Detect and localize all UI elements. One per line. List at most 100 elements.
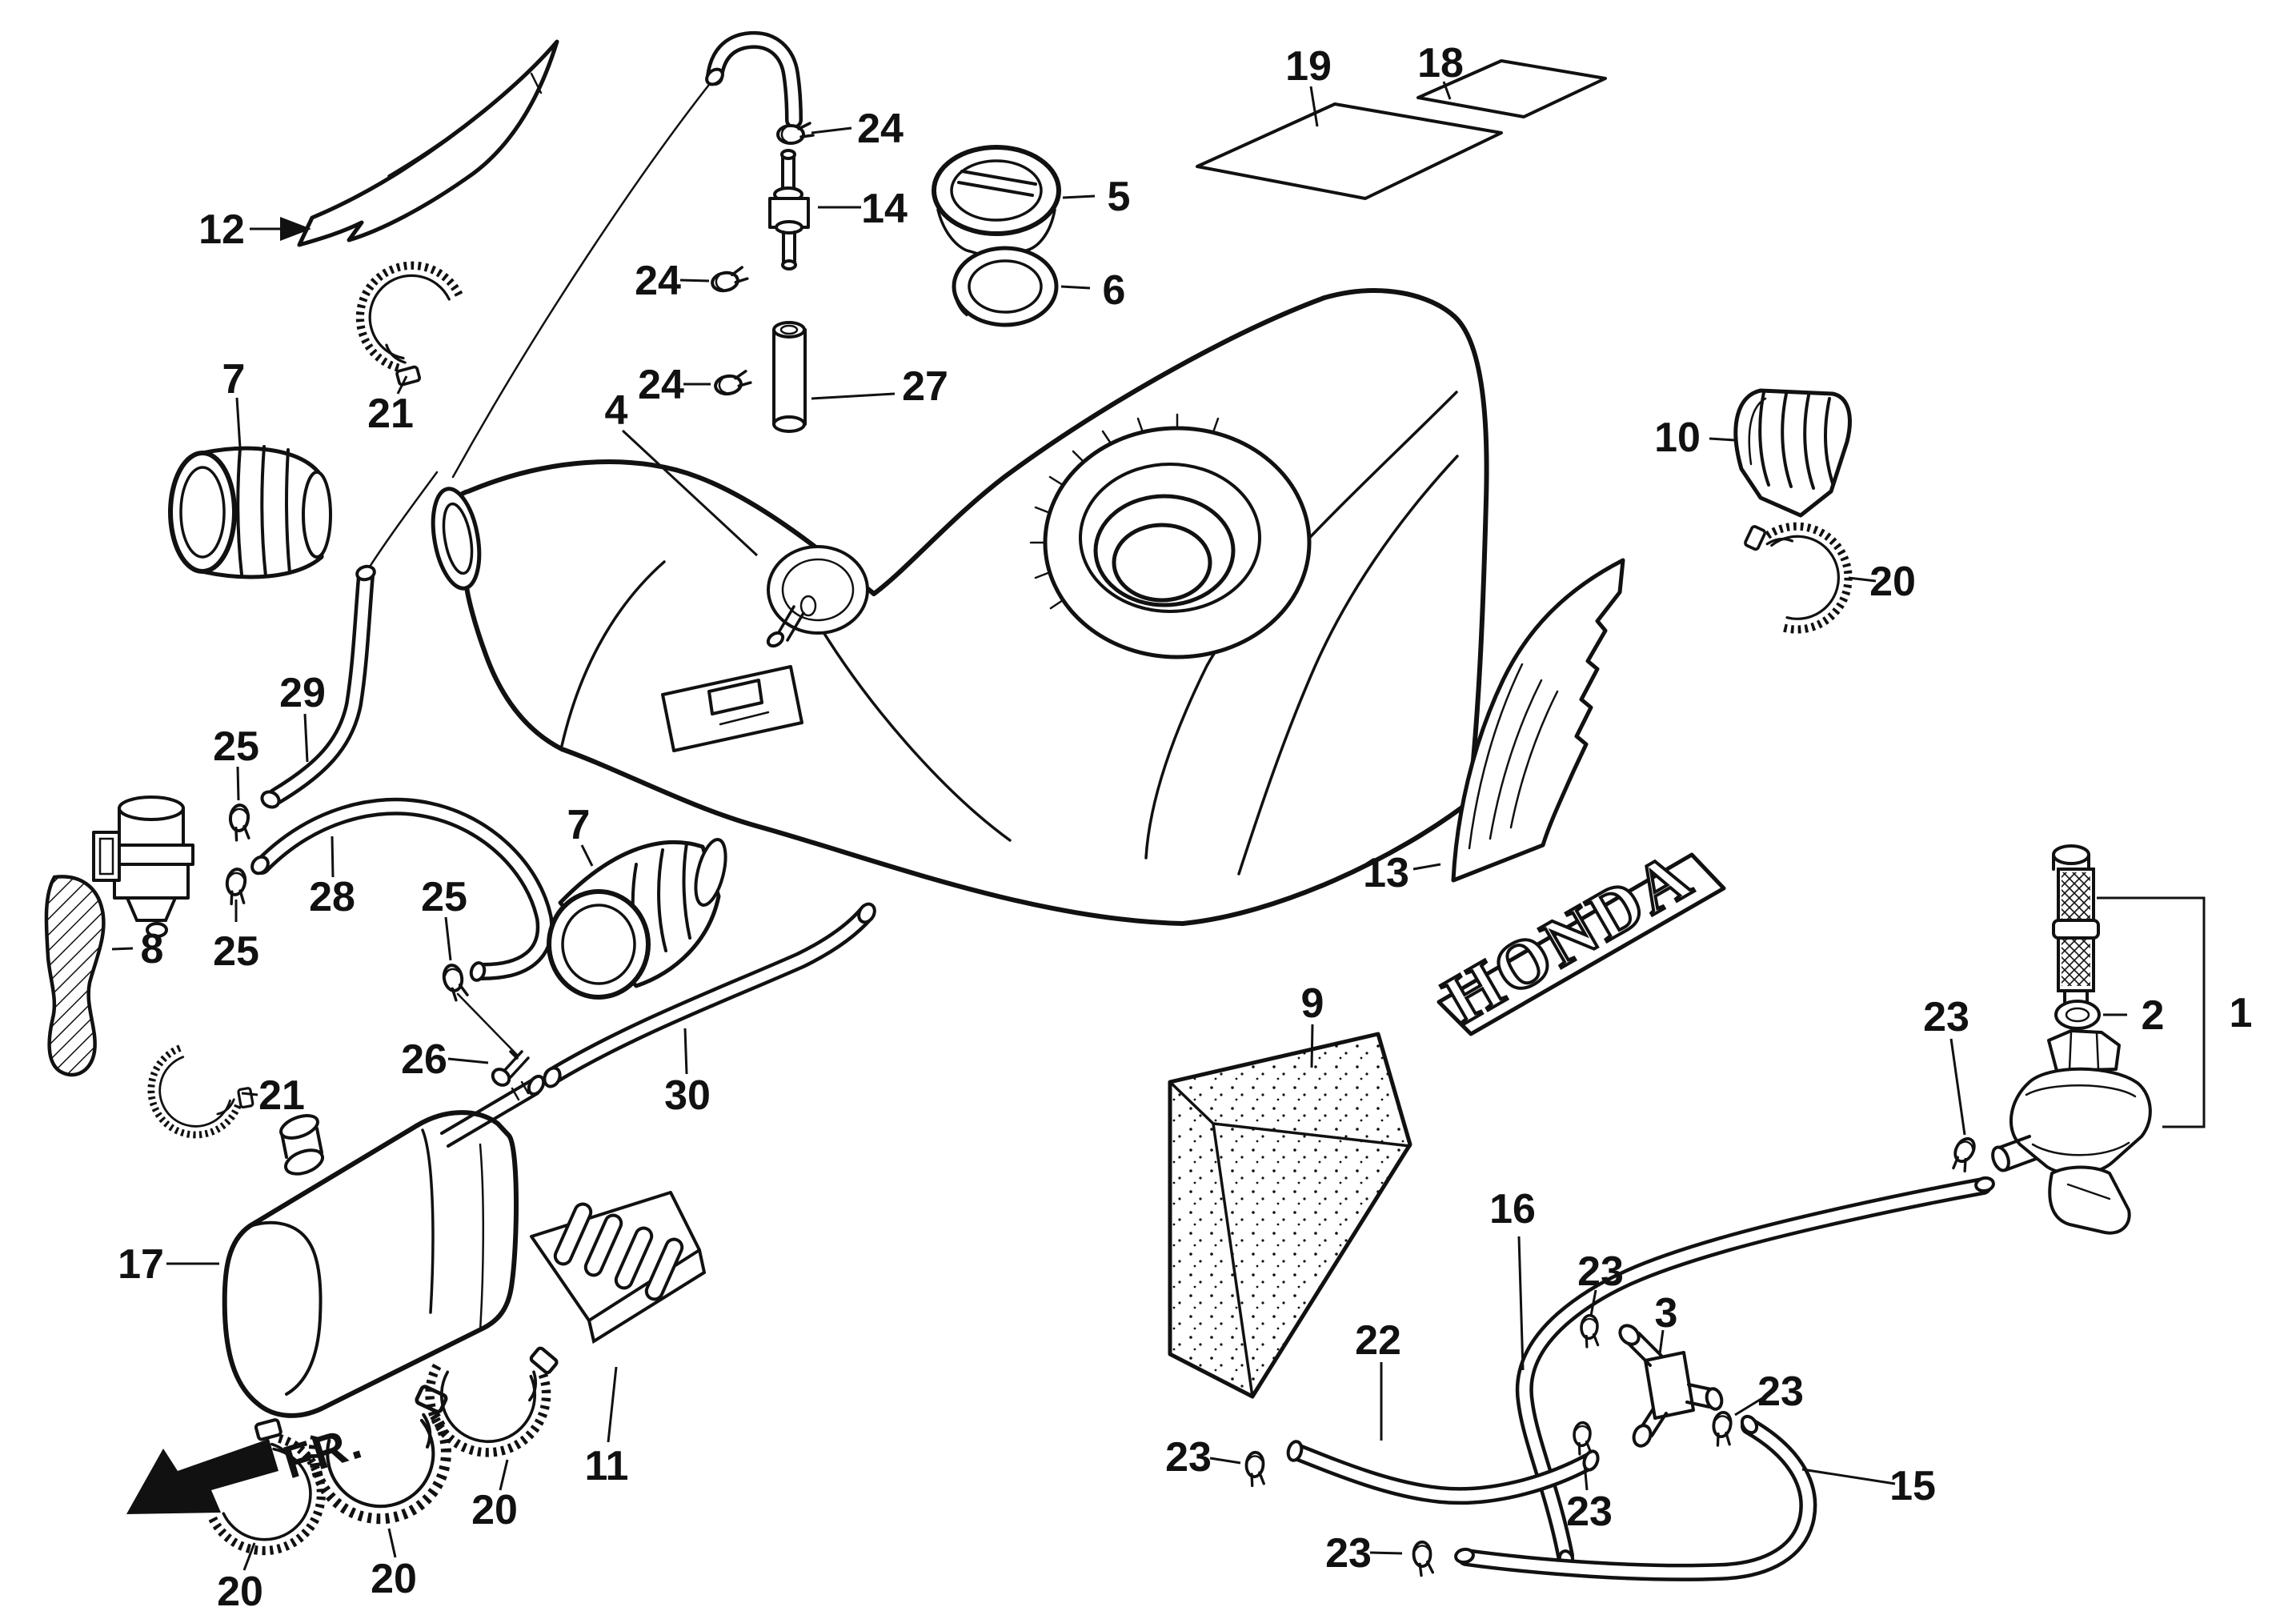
tank-filler-neck [1029,413,1312,659]
part-label-18: 18 [1417,40,1464,86]
band-clamp-20 [1745,526,1849,630]
drain-hose-30 [543,902,876,1088]
part-label-8: 8 [141,926,164,972]
intake-boot-center-7 [547,838,727,1000]
fuel-tube-27 [772,321,807,433]
part-label-20: 20 [217,1569,263,1611]
vent-hose-28 [250,797,554,982]
clip-23 [1412,1540,1435,1577]
leader-line-6 [1060,285,1091,290]
leader-line-3 [1658,1329,1665,1355]
part-label-24: 24 [638,362,684,408]
part-label-25: 25 [421,874,467,920]
leader-line-20 [1848,576,1877,583]
part-label-24: 24 [635,258,681,304]
sealing-washer-2 [2054,1000,2101,1030]
reserve-tank-17 [222,1074,546,1418]
leader-line-23 [1582,1454,1589,1491]
clip-25 [440,961,470,1004]
fuel-strainer-1 [2052,844,2100,1004]
part-label-15: 15 [1889,1463,1936,1509]
part-label-10: 10 [1654,415,1701,461]
part-label-12: 12 [198,206,245,253]
clip-23 [1709,1409,1737,1449]
fuel-valve-petcock [1991,1029,2152,1235]
part-label-26: 26 [401,1036,447,1083]
leader-line-26 [447,1057,489,1064]
part-label-21: 21 [258,1072,305,1119]
part-label-28: 28 [309,874,355,920]
leader-line-21 [241,1092,258,1096]
part-label-4: 4 [605,387,628,434]
leader-line-25 [444,916,452,961]
clamp-24-icon [708,265,751,295]
part-label-20: 20 [471,1487,518,1533]
rubber-pad-11 [530,1191,707,1345]
intake-boot-left-7 [168,445,332,579]
clip-23 [1945,1133,1982,1176]
leader-line-4 [621,429,759,557]
part-label-11: 11 [585,1443,629,1489]
part-label-25: 25 [213,723,259,770]
part-label-22: 22 [1355,1317,1401,1364]
part-label-2: 2 [2142,992,2165,1039]
clip-23 [1571,1420,1595,1457]
part-label-27: 27 [902,363,948,410]
leader-line-23 [1209,1457,1241,1465]
part-label-5: 5 [1108,174,1131,220]
front-direction-arrow: FR. [126,1416,369,1514]
leader-line-23 [1589,1289,1597,1316]
part-label-13: 13 [1363,850,1409,896]
part-label-25: 25 [213,928,259,975]
leader-line-13 [1412,863,1441,871]
clip-23 [1578,1312,1602,1350]
leader-line-20 [499,1459,509,1491]
wing-decal-12 [297,39,559,247]
tube-cover-10 [1733,388,1852,518]
part-label-17: 17 [118,1241,164,1288]
vapor-separator [92,795,194,938]
part-label-30: 30 [664,1072,711,1119]
cap-gasket-6 [952,246,1059,327]
clip-23 [1243,1450,1268,1489]
valve-group-bracket [2097,896,2206,1128]
leader-line-5 [1062,194,1096,199]
leader-line-29 [303,713,309,763]
leader-line-15 [1801,1468,1896,1485]
breather-hose-top [368,30,803,568]
leader-line-23 [1949,1038,1966,1136]
part-label-20: 20 [371,1556,417,1602]
leader-line-10 [1709,437,1736,442]
joint-bolt-26 [491,1050,530,1087]
part-label-7: 7 [567,802,591,848]
part-label-29: 29 [279,670,326,716]
part-label-6: 6 [1103,267,1126,314]
part-label-23: 23 [1566,1489,1613,1535]
part-label-3: 3 [1655,1290,1678,1336]
part-label-1: 1 [2230,990,2253,1036]
part-label-21: 21 [367,391,414,437]
leader-line-16 [1517,1236,1525,1371]
band-clamp-21 [339,244,487,392]
leader-line-18 [1442,81,1452,100]
rubber-mount-8 [44,875,106,1077]
part-label-16: 16 [1489,1186,1536,1232]
leader-line-7 [580,844,594,867]
tank-vent-opening [766,545,869,648]
fuel-tank-body [431,288,1489,926]
band-clamp-21 [134,1027,259,1152]
clip-25 [226,803,254,844]
part-label-14: 14 [861,186,908,232]
decal-19 [1196,102,1503,200]
leader-line-21 [396,375,408,395]
clamp-24-icon [712,369,754,398]
fuel-filler-cap-5 [932,145,1061,258]
decal-18 [1416,59,1607,118]
leader-line-28 [331,836,335,878]
three-way-joint-3 [1618,1324,1724,1448]
part-label-19: 19 [1285,43,1332,90]
leader-line-24 [811,126,852,134]
